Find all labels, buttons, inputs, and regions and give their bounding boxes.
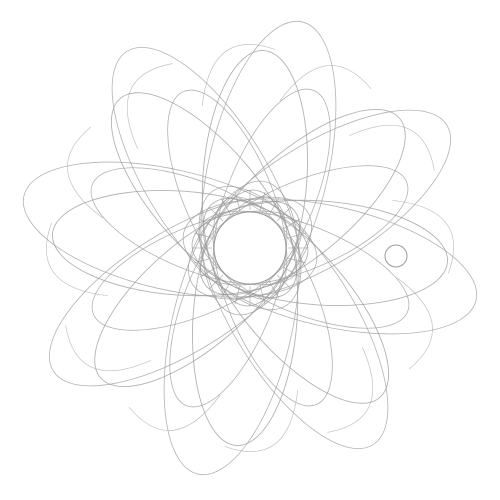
hub-spoke	[259, 284, 266, 305]
wire-loop	[90, 167, 302, 286]
hub-spoke	[268, 197, 280, 216]
hub-spoke	[234, 191, 241, 212]
wire-loop	[163, 180, 300, 476]
hub-spoke	[220, 280, 232, 299]
center-spokes	[192, 190, 308, 306]
hub-spoke	[276, 206, 292, 222]
wire-strand	[46, 222, 108, 297]
hub-spoke	[276, 274, 292, 290]
hub-spoke	[220, 197, 232, 216]
wire-loop	[91, 210, 302, 331]
wire-loop	[201, 50, 308, 307]
wire-strand	[128, 394, 221, 431]
wire-loop	[192, 189, 299, 446]
wire-loop	[22, 161, 318, 298]
hub-spoke	[208, 274, 224, 290]
hub-spoke	[193, 257, 214, 264]
wire-strand	[65, 325, 151, 372]
wire-loops	[22, 20, 478, 476]
wire-loop	[212, 88, 331, 300]
hub-spoke	[259, 191, 266, 212]
wire-loop	[199, 108, 406, 296]
wire-loop	[52, 190, 309, 297]
wire-strand	[392, 199, 454, 274]
wire-loop	[110, 92, 298, 299]
hub-spoke	[282, 266, 301, 278]
center-hub	[213, 211, 287, 285]
wire-strand	[327, 347, 374, 433]
wire-strand	[279, 65, 372, 102]
wire-loop	[212, 196, 333, 407]
hub-spoke	[208, 206, 224, 222]
wire-strand	[224, 390, 299, 452]
wire-strand	[126, 63, 173, 149]
wire-loop	[167, 89, 288, 300]
wire-loop	[48, 196, 313, 387]
wire-loop	[169, 196, 288, 408]
wire-loop	[198, 210, 410, 329]
wire-loop	[198, 185, 389, 450]
hub-spoke	[268, 280, 280, 299]
hub-spoke	[193, 232, 214, 239]
hub-spoke	[286, 232, 307, 239]
wire-strand	[396, 277, 433, 370]
wire-loop	[187, 109, 452, 300]
hub-spoke	[234, 284, 241, 305]
hub-spoke	[199, 218, 218, 230]
hub-spoke	[286, 257, 307, 264]
wire-strand	[67, 126, 104, 219]
wire-loop	[191, 199, 448, 306]
wire-strand	[201, 44, 276, 106]
small-bead	[384, 244, 408, 268]
wire-loop	[111, 46, 302, 311]
wire-loop	[202, 197, 390, 404]
wire-loop	[198, 165, 409, 286]
wire-loop	[94, 200, 301, 388]
hub-spoke	[199, 266, 218, 278]
hub-spoke	[282, 218, 301, 230]
wire-loop	[200, 20, 337, 316]
wire-loop	[182, 198, 478, 335]
wire-strand	[349, 124, 435, 171]
